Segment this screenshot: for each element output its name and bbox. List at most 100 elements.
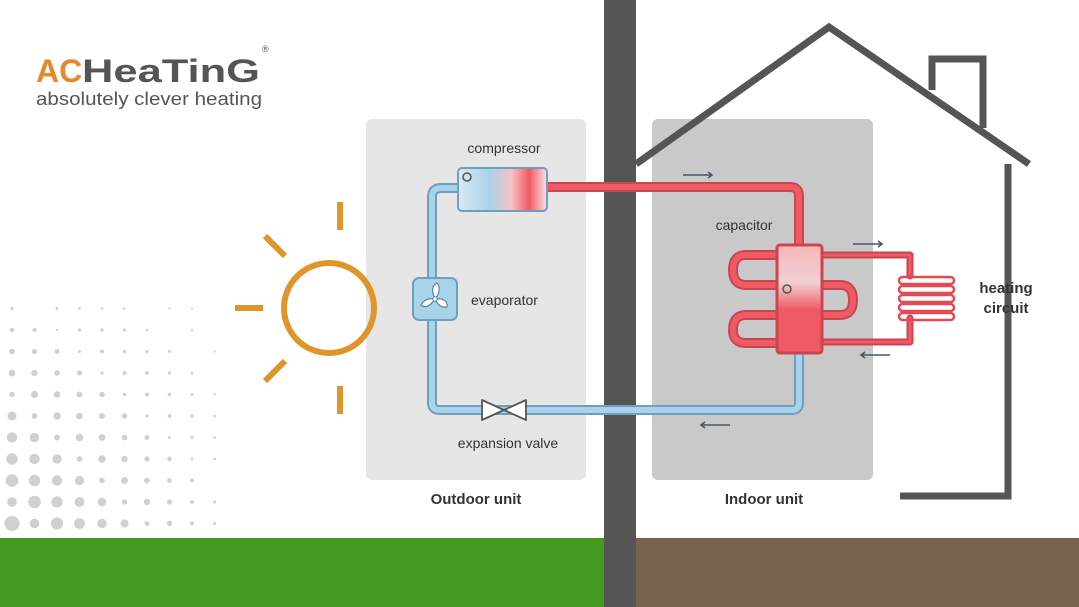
pattern-dot — [121, 477, 128, 484]
pattern-dot — [51, 496, 63, 508]
pattern-dot — [145, 371, 149, 375]
pattern-dot — [28, 474, 41, 487]
pattern-dot — [54, 434, 60, 441]
heating-circuit-label-line1: heating — [979, 280, 1032, 297]
pattern-dot — [167, 392, 172, 397]
pattern-dot — [121, 455, 128, 463]
capacitor-coil — [728, 250, 858, 348]
pattern-dot — [76, 412, 83, 420]
evaporator-label: evaporator — [471, 292, 538, 308]
pattern-dot — [50, 517, 64, 530]
pattern-dot — [121, 434, 128, 441]
pattern-dot — [144, 435, 150, 440]
pattern-dot — [167, 414, 172, 418]
brand-registered: ® — [262, 44, 269, 54]
pattern-dot — [29, 453, 40, 465]
pattern-dot — [190, 393, 194, 396]
valve-icon — [481, 399, 527, 421]
pattern-dot — [120, 519, 129, 528]
pattern-dot — [74, 475, 85, 486]
compressor-icon — [457, 167, 548, 212]
pattern-dot — [145, 414, 149, 418]
pattern-dot — [75, 433, 84, 442]
pattern-dot — [6, 453, 18, 465]
pattern-dot — [168, 436, 171, 439]
sun-icon — [235, 202, 377, 414]
pattern-dot — [189, 521, 195, 526]
pattern-dot — [10, 306, 14, 311]
pattern-dot — [190, 457, 194, 461]
pattern-dot — [190, 500, 194, 504]
pattern-dot — [98, 434, 106, 441]
pattern-dot — [190, 435, 194, 440]
pattern-dot — [9, 327, 15, 333]
outdoor-unit-label: Outdoor unit — [431, 491, 522, 508]
compressor-label: compressor — [467, 140, 540, 156]
pattern-dot — [213, 414, 216, 418]
pattern-dot — [54, 370, 60, 376]
pattern-dot — [77, 328, 82, 332]
pattern-dot — [166, 499, 173, 505]
pattern-dot — [168, 350, 171, 353]
heating-circuit-label-line2: circuit — [983, 300, 1028, 317]
pattern-dot — [167, 456, 172, 462]
pattern-dot — [53, 391, 61, 398]
flow-arrows — [683, 171, 890, 429]
brand-logo: AC HeaTinG ® absolutely clever heating — [36, 44, 269, 109]
pattern-dot — [76, 391, 83, 398]
dot-pattern — [4, 306, 216, 531]
pattern-dot — [100, 349, 104, 354]
pattern-dot — [100, 307, 104, 310]
pattern-dot — [98, 455, 106, 463]
pattern-dot — [55, 307, 59, 310]
pattern-dot — [145, 349, 149, 354]
capacitor-label: capacitor — [716, 217, 773, 233]
brand-heating: HeaTinG — [82, 53, 260, 89]
pattern-dot — [76, 370, 83, 376]
pattern-dot — [54, 349, 60, 354]
indoor-unit-label: Indoor unit — [725, 491, 803, 508]
brand-tagline: absolutely clever heating — [36, 89, 262, 109]
pattern-dot — [121, 413, 128, 419]
indoor-unit-box — [652, 119, 873, 480]
pattern-dot — [190, 328, 194, 332]
arrow-left-icon — [859, 351, 890, 359]
pattern-dot — [213, 436, 216, 439]
hot-pipe — [540, 182, 804, 250]
pattern-dot — [55, 328, 59, 332]
pattern-dot — [30, 390, 39, 399]
pattern-dot — [99, 477, 105, 484]
pattern-dot — [7, 411, 17, 421]
pattern-dot — [145, 328, 149, 332]
heating-circuit-pipe — [816, 251, 914, 346]
pattern-dot — [122, 392, 127, 397]
cold-pipe — [427, 183, 804, 415]
pattern-dot — [29, 432, 40, 443]
pattern-dot — [97, 497, 107, 507]
pattern-dot — [51, 475, 63, 486]
house-outline — [633, 22, 1031, 500]
soil — [636, 538, 1079, 607]
pattern-dot — [213, 457, 216, 461]
pattern-dot — [29, 518, 40, 529]
pattern-dot — [168, 307, 171, 310]
pattern-dot — [144, 477, 150, 484]
wall — [604, 0, 636, 607]
pattern-dot — [122, 370, 127, 376]
pattern-dot — [8, 369, 16, 377]
pattern-dot — [144, 456, 150, 462]
pattern-dot — [144, 521, 150, 526]
pattern-dot — [144, 392, 150, 397]
pattern-dot — [166, 520, 173, 527]
pattern-dot — [167, 478, 172, 483]
pattern-dot — [213, 350, 216, 353]
pattern-dot — [78, 307, 81, 310]
pattern-dot — [74, 497, 85, 507]
pattern-dot — [31, 369, 38, 377]
brand-ac: AC — [36, 53, 82, 89]
pattern-dot — [7, 497, 17, 507]
pattern-dot — [190, 478, 194, 483]
pattern-dot — [53, 412, 61, 420]
